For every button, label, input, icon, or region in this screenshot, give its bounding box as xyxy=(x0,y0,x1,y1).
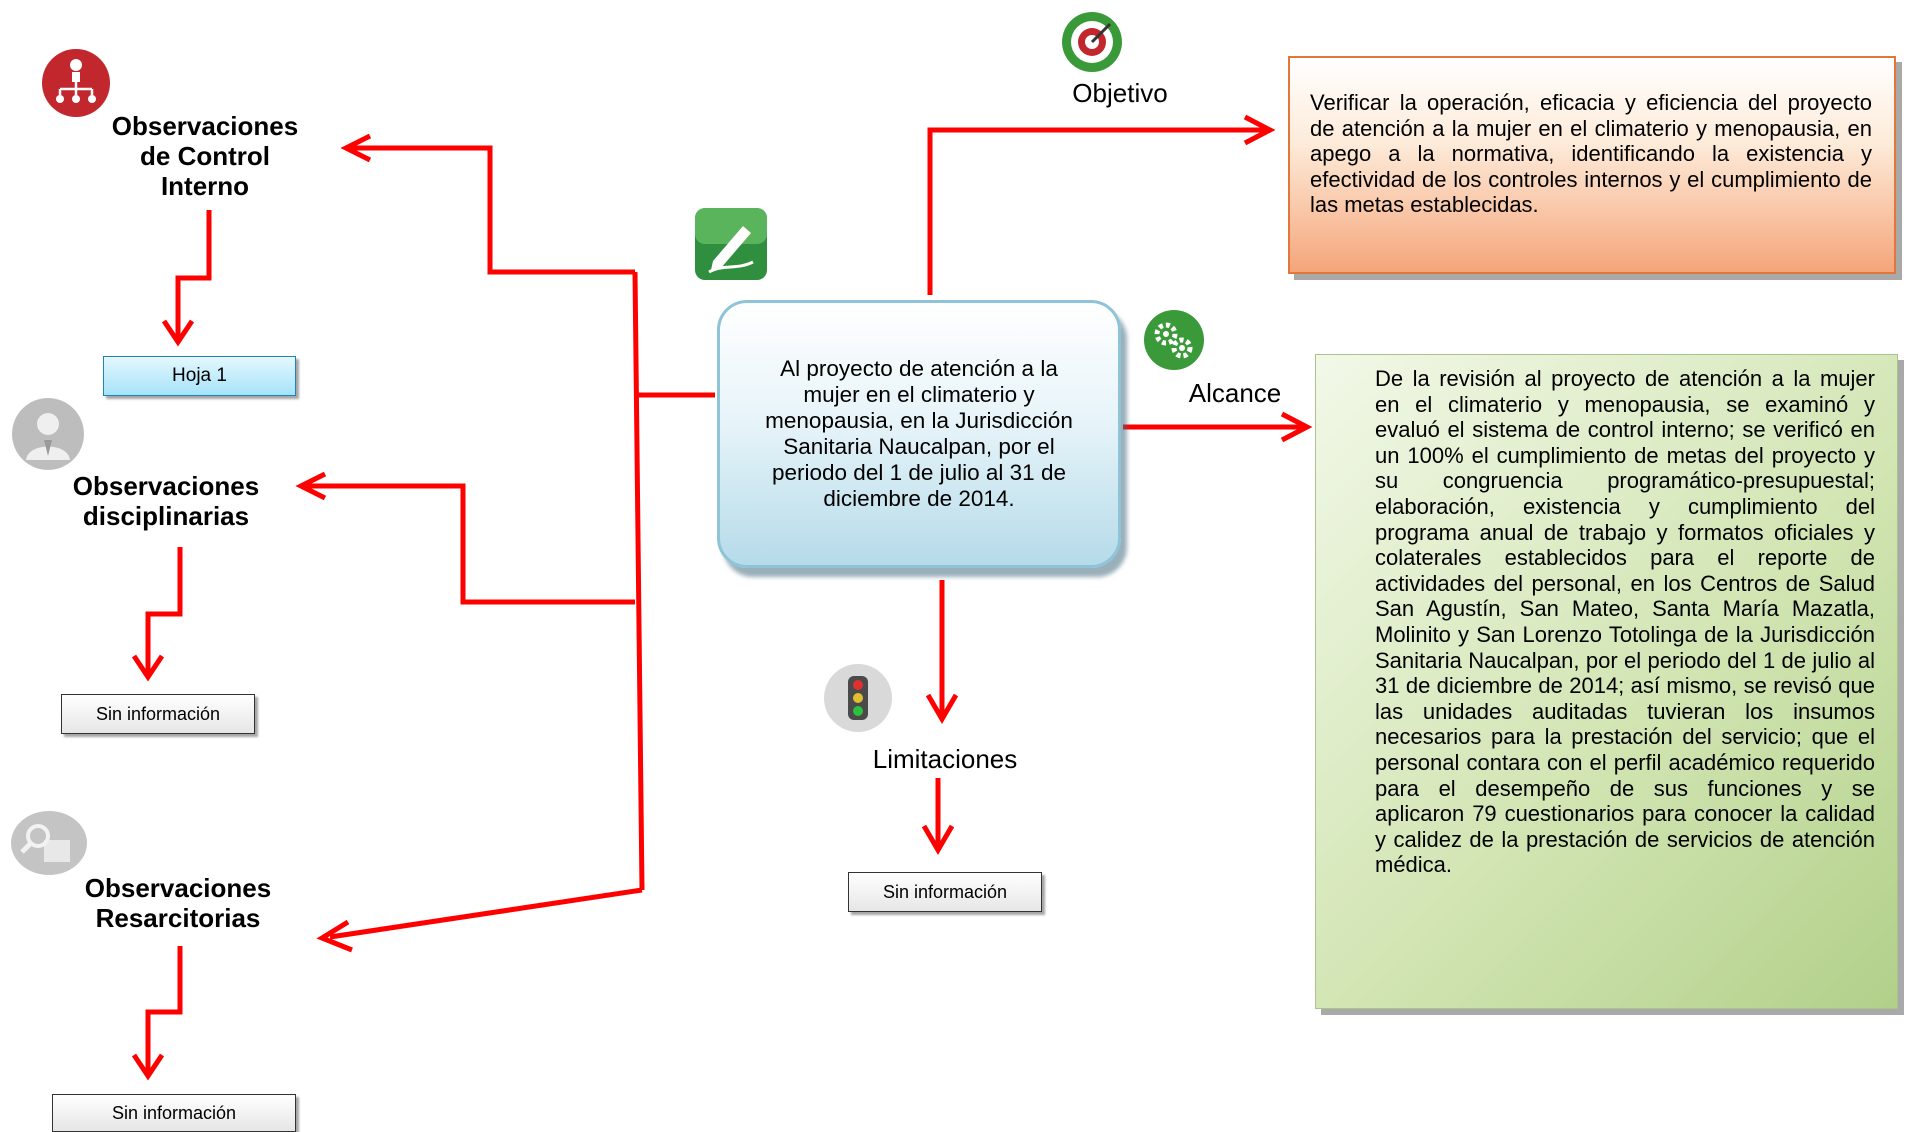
limitaciones-box-label: Sin información xyxy=(882,881,1008,902)
disciplinarias-title: Observaciones disciplinarias xyxy=(50,471,282,531)
disciplinarias-box: Sin información xyxy=(61,694,255,734)
target-icon xyxy=(1060,10,1124,74)
alcance-title: Alcance xyxy=(1188,378,1282,408)
control-interno-title-line3: Interno xyxy=(160,171,250,201)
central-text: Al proyecto de atención a la mujer en el… xyxy=(765,356,1073,511)
control-interno-title: Observaciones de Control Interno xyxy=(85,111,325,201)
traffic-light-icon xyxy=(822,662,894,734)
objetivo-text: Verificar la operación, eficacia y efici… xyxy=(1310,90,1872,217)
resarcitorias-title: Observaciones Resarcitorias xyxy=(60,873,296,933)
alcance-box: De la revisión al proyecto de atención a… xyxy=(1315,354,1898,1009)
disciplinarias-box-label: Sin información xyxy=(95,703,221,724)
central-node: Al proyecto de atención a la mujer en el… xyxy=(717,300,1121,568)
disciplinarias-title-line1: Observaciones xyxy=(72,471,260,501)
person-icon xyxy=(10,396,86,472)
resarcitorias-box: Sin información xyxy=(52,1094,296,1132)
hoja-1-label: Hoja 1 xyxy=(172,365,227,386)
limitaciones-title: Limitaciones xyxy=(872,744,1018,774)
hoja-1-box[interactable]: Hoja 1 xyxy=(103,356,296,396)
edit-pen-icon xyxy=(693,206,769,282)
resarcitorias-box-label: Sin información xyxy=(111,1102,237,1123)
resarcitorias-title-line2: Resarcitorias xyxy=(95,903,261,933)
inspection-icon xyxy=(10,810,88,876)
limitaciones-box: Sin información xyxy=(848,872,1042,912)
org-chart-icon xyxy=(40,47,112,119)
objetivo-box: Verificar la operación, eficacia y efici… xyxy=(1288,56,1896,274)
objetivo-title: Objetivo xyxy=(1072,78,1168,108)
alcance-text: De la revisión al proyecto de atención a… xyxy=(1375,366,1875,878)
resarcitorias-title-line1: Observaciones xyxy=(84,873,272,903)
gears-icon xyxy=(1142,308,1206,372)
control-interno-title-line1: Observaciones xyxy=(111,111,299,141)
control-interno-title-line2: de Control xyxy=(140,141,270,171)
disciplinarias-title-line2: disciplinarias xyxy=(82,501,250,531)
